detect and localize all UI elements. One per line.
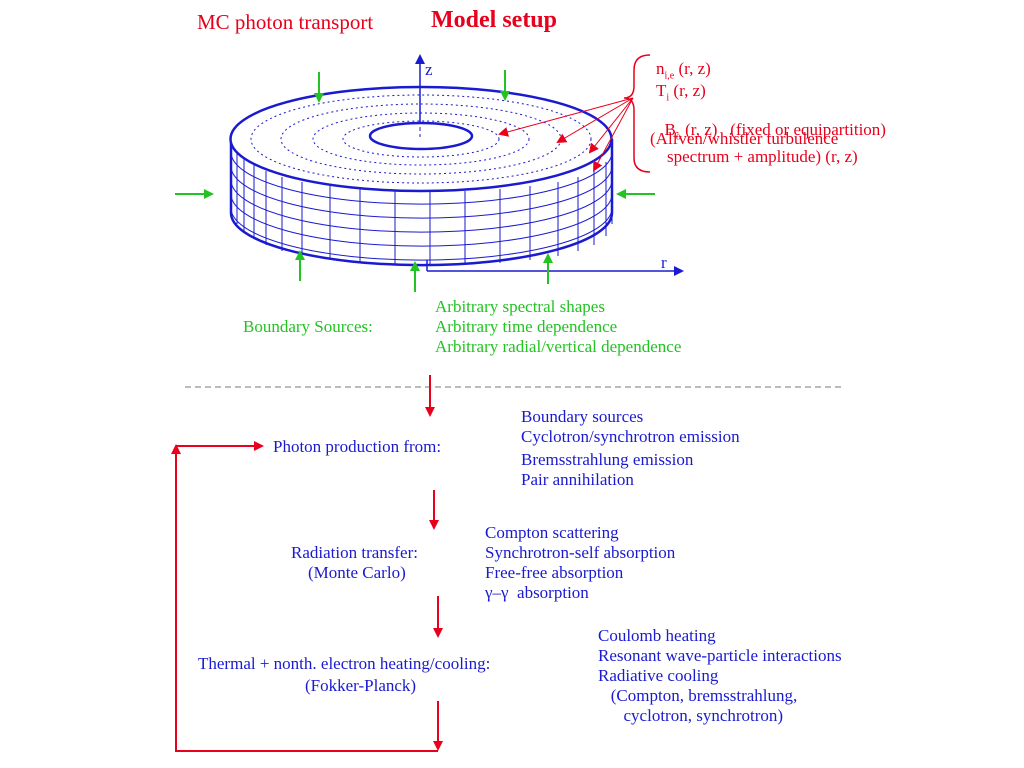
- parameter-pointers: [498, 97, 634, 172]
- thermal-label: Thermal + nonth. electron heating/coolin…: [198, 654, 491, 673]
- thermal-process-item: Radiative cooling: [598, 666, 719, 685]
- thermal-process-item: Resonant wave-particle interactions: [598, 646, 842, 665]
- disk-shape: [229, 85, 614, 267]
- page-title: Model setup: [431, 7, 557, 33]
- param-turbulence-line1: (Alfven/whistler turbulence: [650, 129, 839, 148]
- radiation-process-item: Free-free absorption: [485, 563, 624, 582]
- thermal-method: (Fokker-Planck): [305, 676, 417, 695]
- photon-source-item: Cyclotron/synchrotron emission: [521, 427, 740, 446]
- axes: [415, 54, 684, 276]
- photon-source-item: Boundary sources: [521, 407, 644, 426]
- radiation-transfer-label: Radiation transfer:: [291, 543, 418, 562]
- photon-production-label: Photon production from:: [273, 437, 442, 456]
- radiation-process-item: Compton scattering: [485, 523, 619, 542]
- photon-source-item: Pair annihilation: [521, 470, 634, 489]
- feedback-loop-line: [175, 447, 438, 752]
- flow-arrows: [171, 375, 443, 752]
- param-temperature: Ti (r, z): [656, 81, 706, 104]
- boundary-item: Arbitrary spectral shapes: [435, 297, 605, 316]
- r-axis-label: r: [661, 253, 667, 272]
- boundary-item: Arbitrary time dependence: [435, 317, 618, 336]
- z-axis-label: z: [425, 60, 433, 79]
- parameter-brace: [623, 54, 651, 173]
- thermal-process-item: Coulomb heating: [598, 626, 716, 645]
- radiation-process-item: γ–γ absorption: [485, 583, 589, 602]
- thermal-process-item: cyclotron, synchrotron): [598, 706, 784, 725]
- photon-source-item: Bremsstrahlung emission: [521, 450, 694, 469]
- radiation-process-item: Synchrotron-self absorption: [485, 543, 676, 562]
- boundary-item: Arbitrary radial/vertical dependence: [435, 337, 682, 356]
- radiation-transfer-method: (Monte Carlo): [308, 563, 406, 582]
- boundary-label: Boundary Sources:: [243, 317, 373, 336]
- thermal-process-item: (Compton, bremsstrahlung,: [598, 686, 798, 705]
- param-turbulence-line2: spectrum + amplitude) (r, z): [650, 147, 858, 166]
- param-density: ni,e (r, z): [656, 59, 711, 82]
- boundary-arrows: [175, 70, 655, 292]
- page-subtitle: MC photon transport: [197, 10, 374, 34]
- param-magnetic-field: Bo (r, z) (fixed or equipartition): [664, 120, 886, 143]
